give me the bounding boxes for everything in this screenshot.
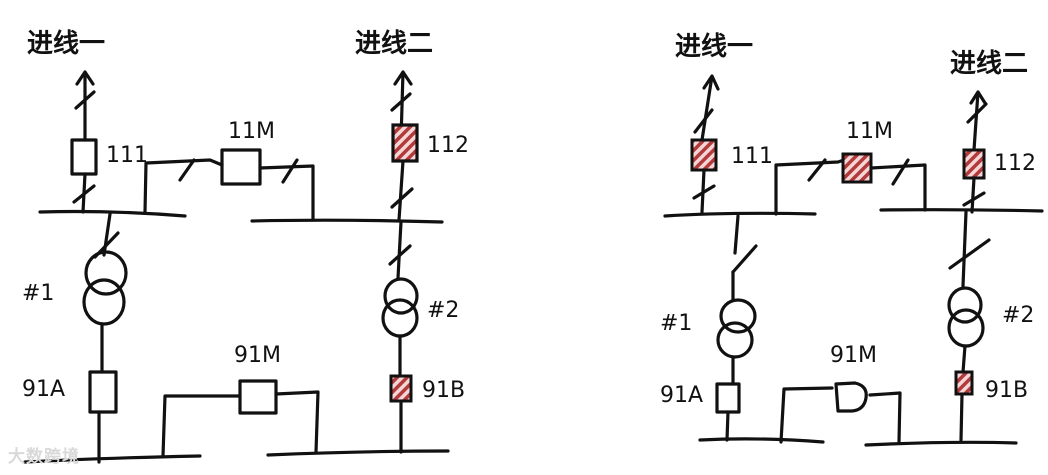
transformer-2-branch: #2 91B — [381, 220, 465, 454]
breaker-11M-label: 11M — [228, 119, 275, 144]
incoming-line-2-label: 进线二 — [355, 29, 433, 59]
breaker-91B-label: 91B — [422, 378, 465, 403]
slash-mark-icon — [891, 158, 910, 186]
breaker-91A-label: 91A — [660, 383, 703, 408]
breaker-91A-open[interactable] — [715, 382, 741, 414]
slash-mark-icon — [692, 184, 716, 200]
slash-mark-icon — [178, 158, 196, 182]
bus-tie-11M: 11M — [143, 119, 315, 222]
breaker-112-label: 112 — [994, 151, 1036, 176]
slash-mark-icon — [72, 184, 96, 204]
feeder-1: 111 — [70, 70, 148, 214]
bus-II-lower — [864, 440, 1018, 447]
feeder-2: 112 — [390, 70, 469, 222]
disconnector-open-blade[interactable] — [731, 244, 758, 274]
slash-mark-icon — [390, 92, 412, 112]
breaker-111-label: 111 — [106, 143, 148, 168]
breaker-111-open[interactable] — [70, 138, 98, 176]
transformer-1-branch: #1 91A — [660, 214, 758, 442]
slash-mark-icon — [966, 102, 988, 124]
breaker-91M-label: 91M — [830, 343, 877, 368]
arrow-up-icon — [969, 90, 987, 152]
slash-mark-icon — [962, 191, 986, 207]
breaker-11M-label: 11M — [846, 119, 893, 144]
transformer-1-branch: #1 91A — [22, 212, 128, 464]
breaker-11M-closed[interactable] — [841, 152, 873, 184]
transformer-2-label: #2 — [1002, 303, 1034, 328]
transformer-1-label: #1 — [660, 311, 692, 336]
bus-I-lower — [698, 437, 825, 444]
slash-mark-icon — [807, 158, 827, 182]
breaker-91B-closed[interactable] — [389, 374, 413, 403]
bus-II-upper — [879, 208, 1044, 213]
bus-I-upper — [38, 209, 187, 218]
disconnector-open-upper — [733, 214, 740, 255]
watermark: 大数跨境 — [8, 447, 80, 467]
transformer-1-label: #1 — [22, 281, 54, 306]
transformer-2-icon — [947, 286, 983, 324]
breaker-91A-label: 91A — [22, 377, 65, 402]
breaker-91B-closed[interactable] — [954, 370, 974, 396]
slash-mark-icon — [948, 238, 991, 270]
transformer-2-label: #2 — [427, 298, 459, 323]
breaker-112-closed[interactable] — [962, 148, 986, 180]
breaker-91M-open[interactable] — [238, 379, 278, 415]
arrow-up-icon — [700, 74, 720, 142]
breaker-91A-open[interactable] — [88, 370, 118, 414]
slash-mark-icon — [388, 244, 412, 266]
incoming-line-1-label: 进线一 — [675, 32, 753, 62]
feeder-1: 111 — [690, 74, 773, 214]
slash-mark-icon — [693, 108, 714, 134]
breaker-11M-open[interactable] — [220, 148, 262, 186]
bus-tie-91M: 91M — [779, 343, 902, 444]
breaker-111-closed[interactable] — [690, 138, 718, 172]
left-diagram: 进线一 进线二 111 112 11M — [22, 29, 469, 464]
transformer-1-icon — [719, 298, 757, 334]
bus-tie-11M: 11M — [774, 119, 927, 216]
transformer-2-branch: #2 91B — [947, 210, 1034, 442]
right-diagram: 进线一 进线二 111 112 11M — [660, 32, 1044, 447]
bus-I-lower — [23, 454, 202, 464]
breaker-91B-label: 91B — [985, 378, 1028, 403]
transformer-2-icon — [383, 277, 419, 315]
incoming-line-1-label: 进线一 — [27, 29, 105, 59]
slash-mark-icon — [390, 187, 414, 209]
breaker-91M-open[interactable] — [834, 381, 868, 413]
bus-tie-91M: 91M — [161, 343, 320, 458]
bus-II-lower — [266, 449, 450, 457]
breaker-91M-label: 91M — [234, 343, 281, 368]
bus-I-upper — [663, 211, 817, 218]
breaker-111-label: 111 — [731, 144, 773, 169]
transformer-1-icon — [84, 250, 128, 296]
slash-mark-icon — [281, 158, 299, 184]
arrow-up-icon — [75, 70, 95, 142]
breaker-112-label: 112 — [427, 133, 469, 158]
feeder-2: 112 — [962, 90, 1036, 214]
breaker-112-closed[interactable] — [391, 123, 419, 163]
slash-mark-icon — [74, 90, 96, 110]
incoming-line-2-label: 进线二 — [950, 49, 1028, 79]
bus-II-upper — [250, 218, 444, 224]
